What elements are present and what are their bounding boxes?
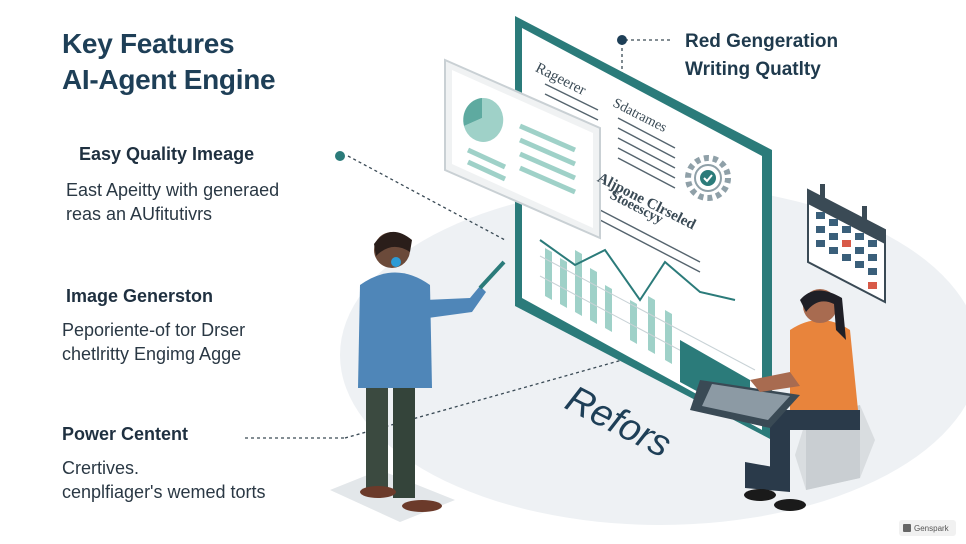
watermark-label: Genspark: [914, 523, 949, 533]
sitting-person-illustration: [680, 289, 875, 511]
feature-2-desc: Peporiente-of tor Drser chetlritty Engim…: [62, 318, 245, 366]
feature-3-desc: Crertives. cenplfiager's wemed torts: [62, 456, 266, 504]
title-line-1: Key Features: [62, 28, 235, 59]
watermark-icon: [903, 524, 911, 532]
callout-line-2: Writing Quatlty: [685, 59, 821, 80]
feature-2-heading: Image Generston: [66, 286, 214, 306]
callout-line-1: Red Gengeration: [685, 31, 839, 52]
feature-1-desc-line-2: reas an AUfitutivrs: [66, 204, 213, 224]
watermark-badge: Genspark: [899, 520, 956, 536]
feature-1-desc: East Apeitty with generaed reas an AUfit…: [66, 178, 279, 226]
feature-2-desc-line-1: Peporiente-of tor Drser: [62, 320, 246, 340]
board-bar-chart: [539, 239, 756, 391]
callout-text: Red Gengeration Writing Quatlty: [685, 28, 838, 84]
floating-chart-card: [444, 58, 601, 240]
gear-icon: [685, 155, 731, 201]
pie-chart-icon: [463, 97, 504, 142]
feature-3-desc-line-1: Crertives.: [62, 458, 140, 478]
standing-person-illustration: [330, 231, 506, 522]
feature-1-heading: Easy Quality Imeage: [79, 144, 255, 164]
feature-1-desc-line-1: East Apeitty with generaed: [66, 180, 280, 200]
feature-3-heading: Power Centent: [62, 424, 189, 444]
page-title: Key Features AI-Agent Engine: [62, 26, 276, 98]
connector-dot-1: [335, 151, 345, 161]
connector-dot-callout: [617, 35, 627, 45]
feature-2-desc-line-2: chetlritty Engimg Agge: [62, 344, 242, 364]
feature-3-desc-line-2: cenplfiager's wemed torts: [62, 482, 266, 502]
calendar-icon: [807, 184, 886, 304]
title-line-2: AI-Agent Engine: [62, 64, 276, 95]
